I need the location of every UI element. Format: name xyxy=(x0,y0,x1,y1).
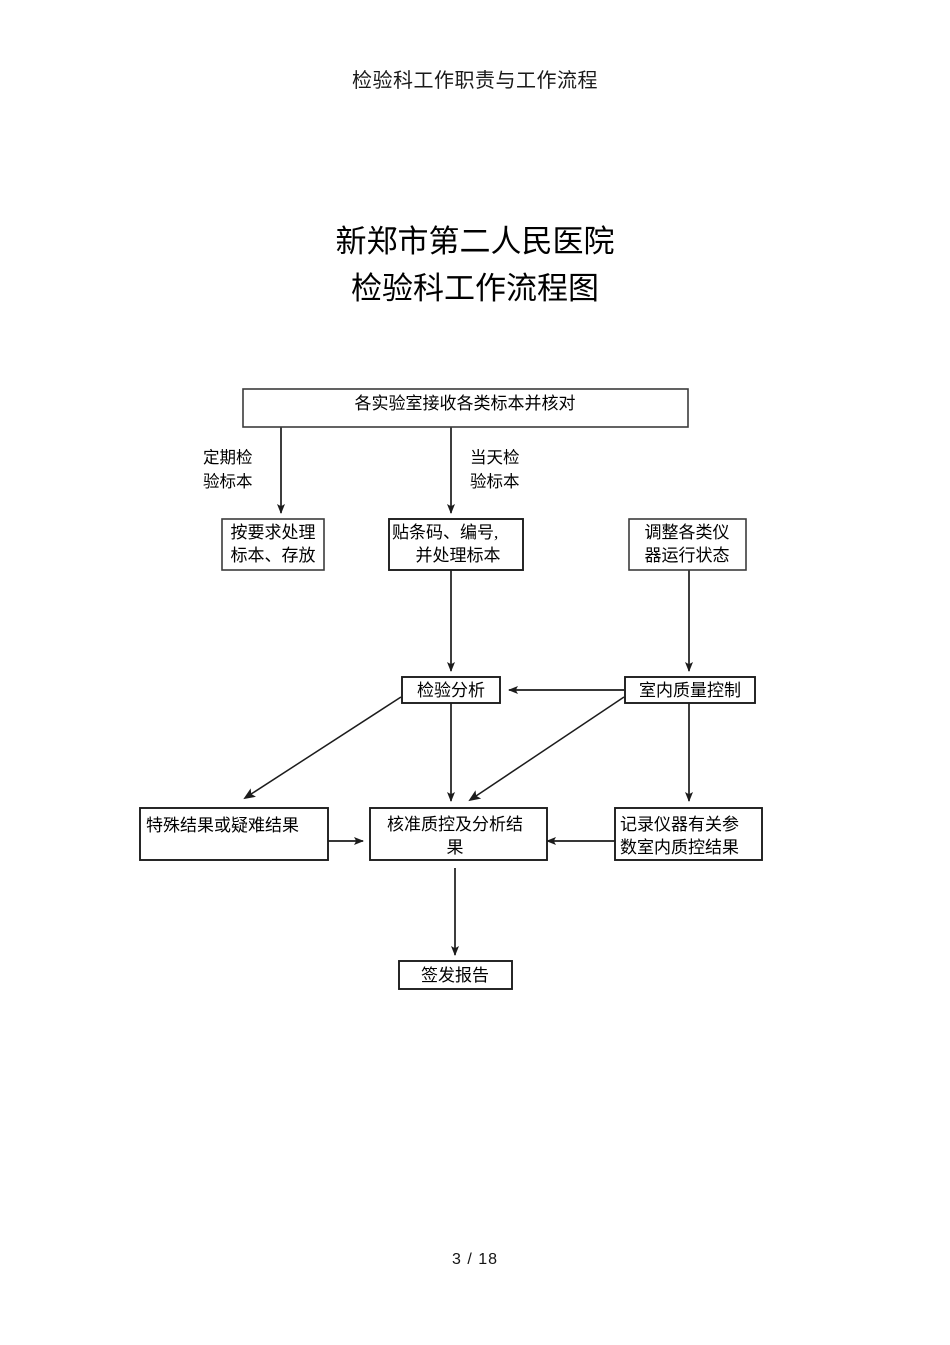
node-issue-report: 签发报告 xyxy=(398,960,513,990)
node-store-specimens: 按要求处理 标本、存放 xyxy=(221,518,325,571)
node-record-parameters-box xyxy=(614,807,763,861)
edge-label-periodic-specimen-line-2: 验标本 xyxy=(203,472,253,491)
node-barcode-label-text-2: 并处理标本 xyxy=(416,546,501,565)
node-barcode-label-box xyxy=(388,518,524,571)
node-adjust-instruments-label-2: 器运行状态 xyxy=(645,546,730,565)
node-record-parameters: 记录仪器有关参 数室内质控结果 xyxy=(614,807,763,861)
running-header: 检验科工作职责与工作流程 xyxy=(352,70,598,92)
node-issue-report-label: 签发报告 xyxy=(421,966,489,985)
page-number-footer: 3 / 18 xyxy=(451,1251,499,1268)
node-receive-specimens: 各实验室接收各类标本并核对 xyxy=(242,388,689,428)
node-store-specimens-label-1: 按要求处理 xyxy=(231,523,316,542)
node-barcode-label: 贴条码、编号, 并处理标本 xyxy=(388,518,524,571)
node-special-result-box xyxy=(139,807,329,861)
node-issue-report-box xyxy=(398,960,513,990)
edge-qc-to-verify xyxy=(468,696,625,802)
node-internal-qc: 室内质量控制 xyxy=(624,676,756,704)
edge-label-sameday-specimen-line-2: 验标本 xyxy=(470,472,520,491)
node-adjust-instruments-label-1: 调整各类仪 xyxy=(645,523,730,542)
node-verify-results: 核准质控及分析结 果 xyxy=(369,807,548,861)
node-adjust-instruments: 调整各类仪 器运行状态 xyxy=(628,518,747,571)
edge-analysis-to-special-result xyxy=(243,696,402,800)
node-verify-results-box xyxy=(369,807,548,861)
node-analysis-label: 检验分析 xyxy=(417,681,485,700)
edge-label-sameday-specimen-line-1: 当天检 xyxy=(470,448,520,467)
node-store-specimens-box xyxy=(221,518,325,571)
edge-label-periodic-specimen-line-1: 定期检 xyxy=(203,448,253,467)
page-title-line-1: 新郑市第二人民医院 xyxy=(335,224,615,259)
node-internal-qc-label: 室内质量控制 xyxy=(639,681,741,700)
node-store-specimens-label-2: 标本、存放 xyxy=(231,546,316,565)
node-verify-results-label-1: 核准质控及分析结 xyxy=(387,815,523,834)
node-special-result-label: 特殊结果或疑难结果 xyxy=(146,816,299,835)
node-internal-qc-box xyxy=(624,676,756,704)
node-record-parameters-label-2: 数室内质控结果 xyxy=(620,838,739,857)
page-title: 新郑市第二人民医院 检验科工作流程图 xyxy=(0,218,950,312)
node-receive-specimens-label: 各实验室接收各类标本并核对 xyxy=(355,394,576,413)
node-adjust-instruments-box xyxy=(628,518,747,571)
node-verify-results-label-2: 果 xyxy=(447,838,464,857)
edge-label-sameday-specimen: 当天检 验标本 xyxy=(470,448,520,491)
node-record-parameters-label-1: 记录仪器有关参 xyxy=(620,815,739,834)
node-barcode-label-text-1: 贴条码、编号, xyxy=(392,523,498,542)
page-title-line-2: 检验科工作流程图 xyxy=(351,271,599,306)
node-analysis-box xyxy=(401,676,501,704)
edge-label-periodic-specimen: 定期检 验标本 xyxy=(203,448,253,491)
node-analysis: 检验分析 xyxy=(401,676,501,704)
node-receive-specimens-box xyxy=(242,388,689,428)
node-special-result: 特殊结果或疑难结果 xyxy=(139,807,329,861)
